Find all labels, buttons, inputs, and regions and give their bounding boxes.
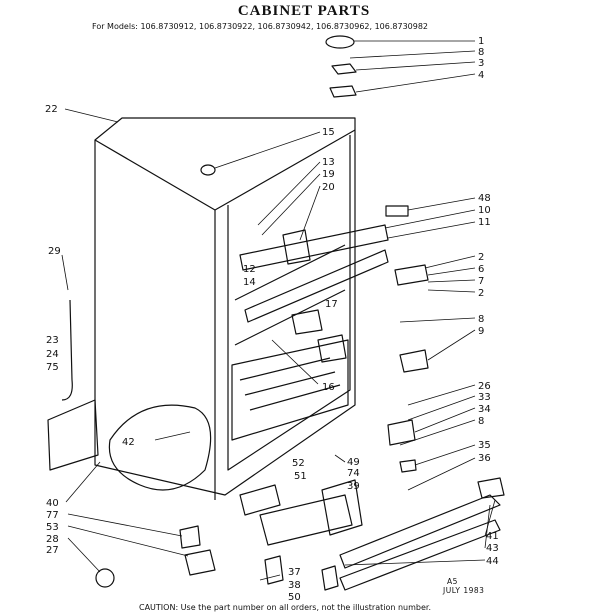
callout-53: 53 (46, 522, 59, 533)
callout-35: 35 (478, 440, 491, 451)
callout-41: 41 (486, 531, 499, 542)
callout-33: 33 (478, 392, 491, 403)
callout-17: 17 (325, 299, 338, 310)
callout-8: 8 (478, 314, 484, 325)
model-numbers: For Models: 106.8730912, 106.8730922, 10… (92, 22, 429, 31)
callout-49: 49 (347, 457, 360, 468)
stamp-code: A5 (447, 577, 458, 586)
callout-27: 27 (46, 545, 59, 556)
callout-15: 15 (322, 127, 335, 138)
callout-26: 26 (478, 381, 491, 392)
callout-50: 50 (288, 592, 301, 603)
mullion-rail (239, 224, 389, 271)
callout-44: 44 (486, 556, 499, 567)
callout-4: 4 (478, 70, 484, 81)
callout-75: 75 (46, 362, 59, 373)
callout-3: 3 (478, 58, 484, 69)
callout-10: 10 (478, 205, 491, 216)
callout-36: 36 (478, 453, 491, 464)
callout-23: 23 (46, 335, 59, 346)
callout-29: 29 (48, 246, 61, 257)
callout-51: 51 (294, 471, 307, 482)
diagram-title: CABINET PARTS (237, 3, 371, 19)
callout-34: 34 (478, 404, 491, 415)
callout-labels: 1834221513192048101129121426721789232475… (45, 36, 499, 603)
callout-20: 20 (322, 182, 335, 193)
stamp-date: JULY 1983 (443, 586, 485, 595)
callout-14: 14 (243, 277, 256, 288)
callout-7: 7 (478, 276, 484, 287)
callout-24: 24 (46, 349, 59, 360)
callout-13: 13 (322, 157, 335, 168)
callout-38: 38 (288, 580, 301, 591)
callout-19: 19 (322, 169, 335, 180)
callout-11: 11 (478, 217, 491, 228)
callout-37: 37 (288, 567, 301, 578)
callout-42: 42 (122, 437, 135, 448)
callout-28: 28 (46, 534, 59, 545)
callout-9: 9 (478, 326, 484, 337)
caution-note: CAUTION: Use the part number on all orde… (139, 603, 431, 612)
callout-8: 8 (478, 416, 484, 427)
callout-2: 2 (478, 252, 484, 263)
toe-grille (339, 494, 501, 569)
callout-74: 74 (347, 468, 360, 479)
callout-16: 16 (322, 382, 335, 393)
callout-40: 40 (46, 498, 59, 509)
callout-48: 48 (478, 193, 491, 204)
callout-22: 22 (45, 104, 58, 115)
callout-39: 39 (347, 481, 360, 492)
callout-1: 1 (478, 36, 484, 47)
callout-12: 12 (243, 264, 256, 275)
callout-6: 6 (478, 264, 484, 275)
callout-52: 52 (292, 458, 305, 469)
cabinet-front-edge (94, 129, 356, 211)
divider-rail (244, 249, 389, 323)
callout-2: 2 (478, 288, 484, 299)
callout-77: 77 (46, 510, 59, 521)
cabinet-shell (94, 117, 356, 496)
callout-8: 8 (478, 47, 484, 58)
callout-43: 43 (486, 543, 499, 554)
drain-pan (108, 404, 212, 491)
